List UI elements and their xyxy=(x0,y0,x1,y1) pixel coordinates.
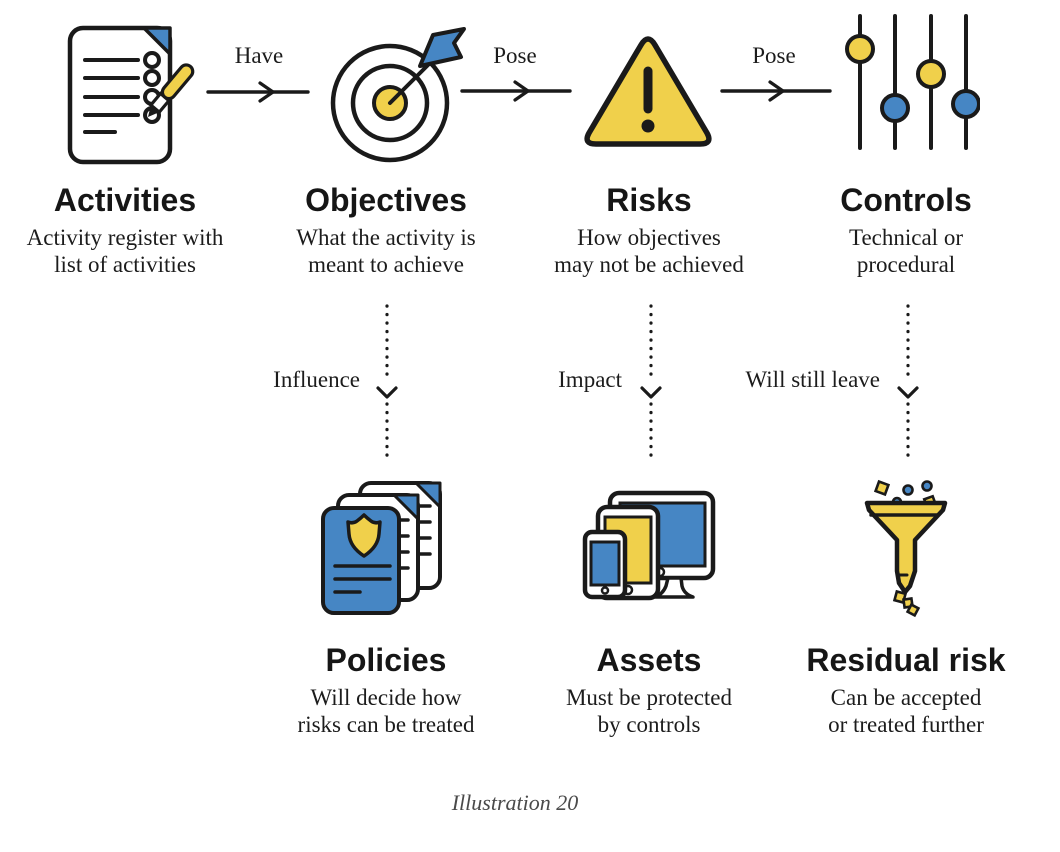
arrow-label-pose-1: Pose xyxy=(493,43,537,68)
node-activities: Activities Activity register with list o… xyxy=(0,182,250,278)
assets-description: Must be protected by controls xyxy=(524,684,774,738)
node-controls: Controls Technical or procedural xyxy=(781,182,1031,278)
objectives-desc-line-2: meant to achieve xyxy=(308,252,464,277)
residual-risk-description: Can be accepted or treated further xyxy=(781,684,1031,738)
policies-desc-line-2: risks can be treated xyxy=(297,712,475,737)
policies-title: Policies xyxy=(325,642,447,678)
warning-triangle-icon xyxy=(584,36,712,147)
arrow-label-will-still-leave: Will still leave xyxy=(745,367,881,392)
node-assets: Assets Must be protected by controls xyxy=(524,642,774,738)
node-risks: Risks How objectives may not be achieved xyxy=(524,182,774,278)
controls-desc-line-2: procedural xyxy=(856,252,956,277)
policy-documents-icon xyxy=(321,481,442,615)
arrow-label-have: Have xyxy=(234,43,284,68)
risks-desc-line-2: may not be achieved xyxy=(554,252,744,277)
arrow-have xyxy=(206,81,310,103)
arrow-label-pose-2: Pose xyxy=(752,43,796,68)
activities-title: Activities xyxy=(53,182,197,218)
node-objectives: Objectives What the activity is meant to… xyxy=(261,182,511,278)
arrow-label-impact: Impact xyxy=(558,367,622,392)
risks-title: Risks xyxy=(606,182,692,218)
checklist-pencil-icon xyxy=(67,25,195,165)
target-arrow-icon xyxy=(330,27,466,163)
arrow-impact xyxy=(640,304,662,463)
policies-desc-line-1: Will decide how xyxy=(310,685,462,710)
figure-caption: Illustration 20 xyxy=(451,790,579,815)
assets-title: Assets xyxy=(596,642,702,678)
arrow-will-still-leave xyxy=(897,304,919,463)
arrow-influence xyxy=(376,304,398,463)
objectives-description: What the activity is meant to achieve xyxy=(261,224,511,278)
sliders-icon xyxy=(845,14,980,150)
arrow-pose-2 xyxy=(720,80,832,102)
risks-desc-line-1: How objectives xyxy=(577,225,721,250)
residual-risk-desc-line-2: or treated further xyxy=(828,712,984,737)
controls-description: Technical or procedural xyxy=(781,224,1031,278)
activities-description: Activity register with list of activitie… xyxy=(0,224,250,278)
assets-desc-line-2: by controls xyxy=(597,712,701,737)
policies-description: Will decide how risks can be treated xyxy=(261,684,511,738)
controls-title: Controls xyxy=(840,182,972,218)
arrow-pose-1 xyxy=(460,80,572,102)
shield-glyph xyxy=(346,513,382,558)
node-policies: Policies Will decide how risks can be tr… xyxy=(261,642,511,738)
activities-desc-line-2: list of activities xyxy=(54,252,196,277)
residual-risk-title: Residual risk xyxy=(806,642,1006,678)
residual-risk-desc-line-1: Can be accepted xyxy=(830,685,982,710)
risks-description: How objectives may not be achieved xyxy=(524,224,774,278)
controls-desc-line-1: Technical or xyxy=(849,225,963,250)
devices-icon xyxy=(582,490,716,601)
pencil-glyph xyxy=(148,63,195,117)
assets-desc-line-1: Must be protected xyxy=(565,685,733,710)
objectives-desc-line-1: What the activity is xyxy=(296,225,476,250)
arrow-label-influence: Influence xyxy=(273,367,360,392)
funnel-icon xyxy=(864,479,948,618)
objectives-title: Objectives xyxy=(305,182,467,218)
node-residual-risk: Residual risk Can be accepted or treated… xyxy=(781,642,1031,738)
activities-desc-line-1: Activity register with xyxy=(26,225,224,250)
